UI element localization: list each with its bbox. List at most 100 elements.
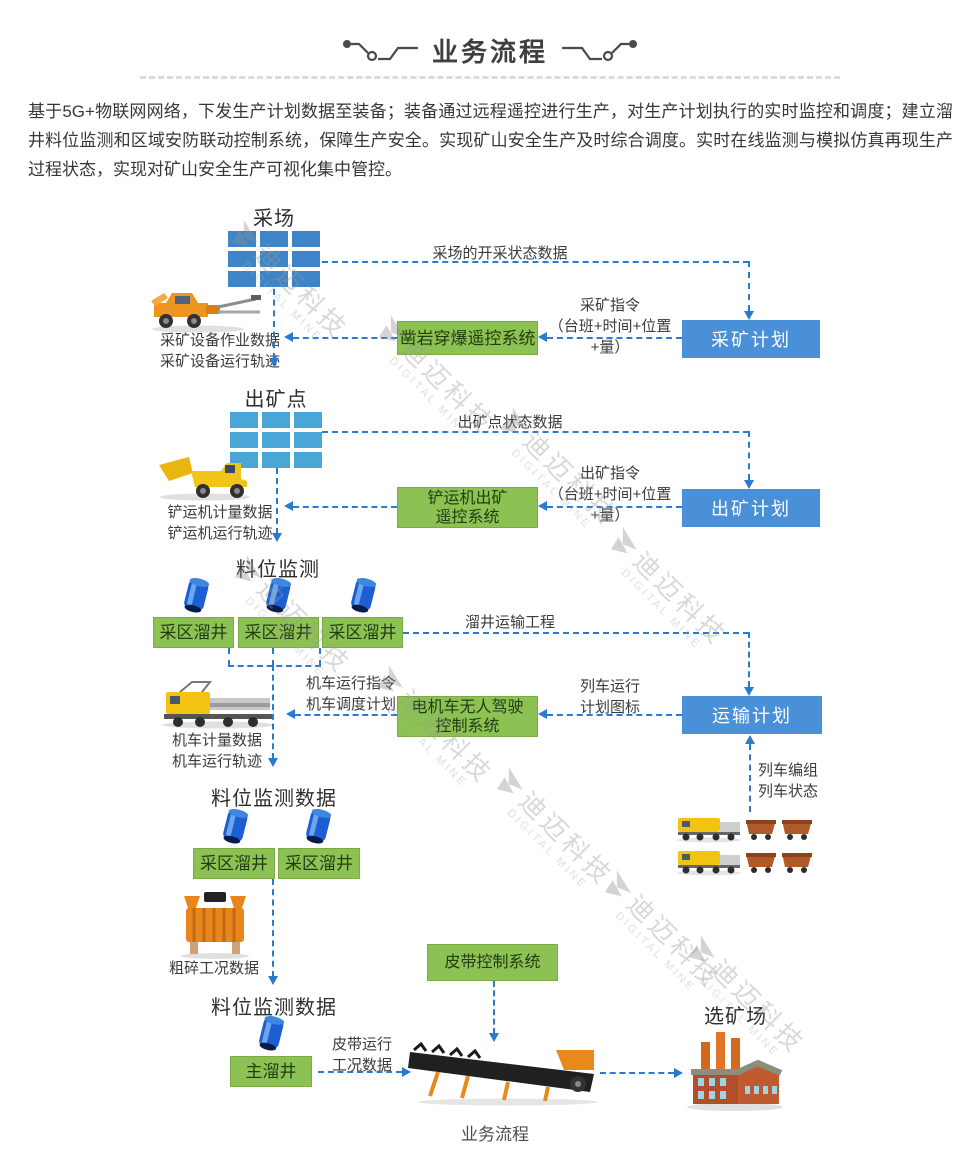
drill-rig-image	[151, 293, 261, 333]
arrowhead-down	[269, 358, 279, 367]
intro-paragraph: 基于5G+物联网网络，下发生产计划数据至装备；装备通过远程遥控进行生产，对生产计…	[28, 102, 953, 179]
connector	[403, 632, 749, 634]
level-monitor-heading: 料位监测	[236, 559, 320, 581]
grid-cell	[230, 412, 258, 428]
plant-building-image	[687, 1032, 783, 1111]
connector	[600, 1072, 674, 1074]
grid-cell	[294, 432, 322, 448]
connector	[318, 1071, 402, 1073]
area-chute-box: 采区溜井	[322, 617, 403, 648]
page-header: 业务流程	[0, 32, 980, 69]
grid-cell	[260, 271, 288, 287]
arrowhead-left	[284, 501, 293, 511]
grid-cell	[230, 432, 258, 448]
loco-data-label: 机车计量数据 机车运行轨迹	[171, 732, 262, 770]
arrowhead-down	[744, 687, 754, 696]
train-plan-label: 列车运行 计划图标	[579, 678, 640, 716]
chute-transport-label: 溜井运输工程	[464, 614, 555, 631]
connector	[547, 506, 682, 508]
digital-mine-logo-icon	[688, 935, 715, 962]
electric-locomotive-image	[162, 681, 274, 729]
watermark-cn: 迪迈科技	[513, 785, 620, 892]
connector	[272, 648, 274, 666]
train-row-image	[677, 818, 812, 843]
loco-system-box: 电机车无人驾驶 控制系统	[397, 696, 538, 737]
level-sensor-image	[266, 578, 292, 613]
arrowhead-left	[284, 332, 293, 342]
belt-conveyor-image	[408, 1041, 598, 1106]
transport-plan-box: 运输计划	[682, 696, 822, 734]
arrowhead-down	[268, 976, 278, 985]
level-sensor-image	[306, 809, 332, 844]
digital-mine-logo-icon	[604, 870, 631, 897]
grid-cell	[292, 271, 320, 287]
main-chute-box: 主溜井	[230, 1056, 312, 1087]
grid-cell	[292, 251, 320, 267]
grid-cell	[294, 412, 322, 428]
connector	[749, 744, 751, 812]
level-sensor-image	[259, 1016, 285, 1051]
dashed-divider	[140, 76, 840, 79]
train-status-label: 列车编组 列车状态	[758, 762, 819, 800]
equip-data-label: 采矿设备作业数据 采矿设备运行轨迹	[159, 332, 280, 370]
scraper-system-box: 铲运机出矿 遥控系统	[397, 487, 538, 528]
site-status-label: 采场的开采状态数据	[432, 245, 568, 262]
connector	[228, 665, 321, 667]
watermark-en: DIGITAL MINE	[386, 354, 472, 440]
mining-cmd-label: 采矿指令 （台班+时间+位置+量）	[548, 297, 672, 356]
grid-cell	[228, 251, 256, 267]
watermark-cn: 迪迈科技	[627, 545, 734, 652]
grid-cell	[260, 231, 288, 247]
connector	[293, 337, 397, 339]
connector	[547, 337, 682, 339]
loco-cmd-label: 机车运行指令 机车调度计划	[305, 675, 396, 713]
ore-cmd-label: 出矿指令 （台班+时间+位置+量）	[548, 465, 672, 524]
train-row-image	[677, 851, 812, 876]
arrowhead-down	[489, 1033, 499, 1042]
connector	[322, 261, 749, 263]
connector	[228, 648, 230, 666]
arrowhead-up	[745, 735, 755, 744]
level-data-heading: 料位监测数据	[211, 997, 337, 1019]
connector	[295, 714, 397, 716]
connector	[272, 879, 274, 977]
ore-plan-box: 出矿计划	[682, 489, 820, 527]
site-heading: 采场	[253, 208, 295, 230]
arrowhead-left	[538, 501, 547, 511]
watermark-en: DIGITAL MINE	[618, 566, 704, 652]
watermark-cn: 迪迈科技	[621, 888, 728, 995]
area-chute-box: 采区溜井	[278, 848, 360, 879]
area-chute-box: 采区溜井	[238, 617, 319, 648]
arrowhead-left	[538, 332, 547, 342]
stope-grid	[228, 231, 320, 287]
ore-status-label: 出矿点状态数据	[457, 414, 563, 431]
grid-cell	[228, 231, 256, 247]
arrowhead-left	[538, 709, 547, 719]
ore-point-heading: 出矿点	[244, 389, 308, 411]
scraper-data-label: 铲运机计量数据 铲运机运行轨迹	[167, 504, 273, 542]
connector	[493, 981, 495, 1034]
watermark-en: DIGITAL MINE	[612, 909, 698, 995]
grid-cell	[262, 412, 290, 428]
grid-cell	[262, 432, 290, 448]
mining-plan-box: 采矿计划	[682, 320, 820, 358]
arrowhead-right	[402, 1067, 411, 1077]
connector	[748, 261, 750, 311]
digital-mine-logo-icon	[496, 767, 523, 794]
plant-heading: 选矿场	[704, 1006, 767, 1028]
grid-cell	[292, 231, 320, 247]
connector	[322, 431, 749, 433]
level-sensor-image	[184, 578, 210, 613]
grid-cell	[262, 452, 290, 468]
page-title: 业务流程	[431, 37, 548, 67]
circuit-ornament-left-icon	[342, 39, 418, 61]
grid-cell	[228, 271, 256, 287]
connector	[748, 431, 750, 480]
scraper-loader-image	[159, 457, 250, 501]
grid-cell	[294, 452, 322, 468]
crush-data-label: 粗碎工况数据	[168, 960, 259, 977]
